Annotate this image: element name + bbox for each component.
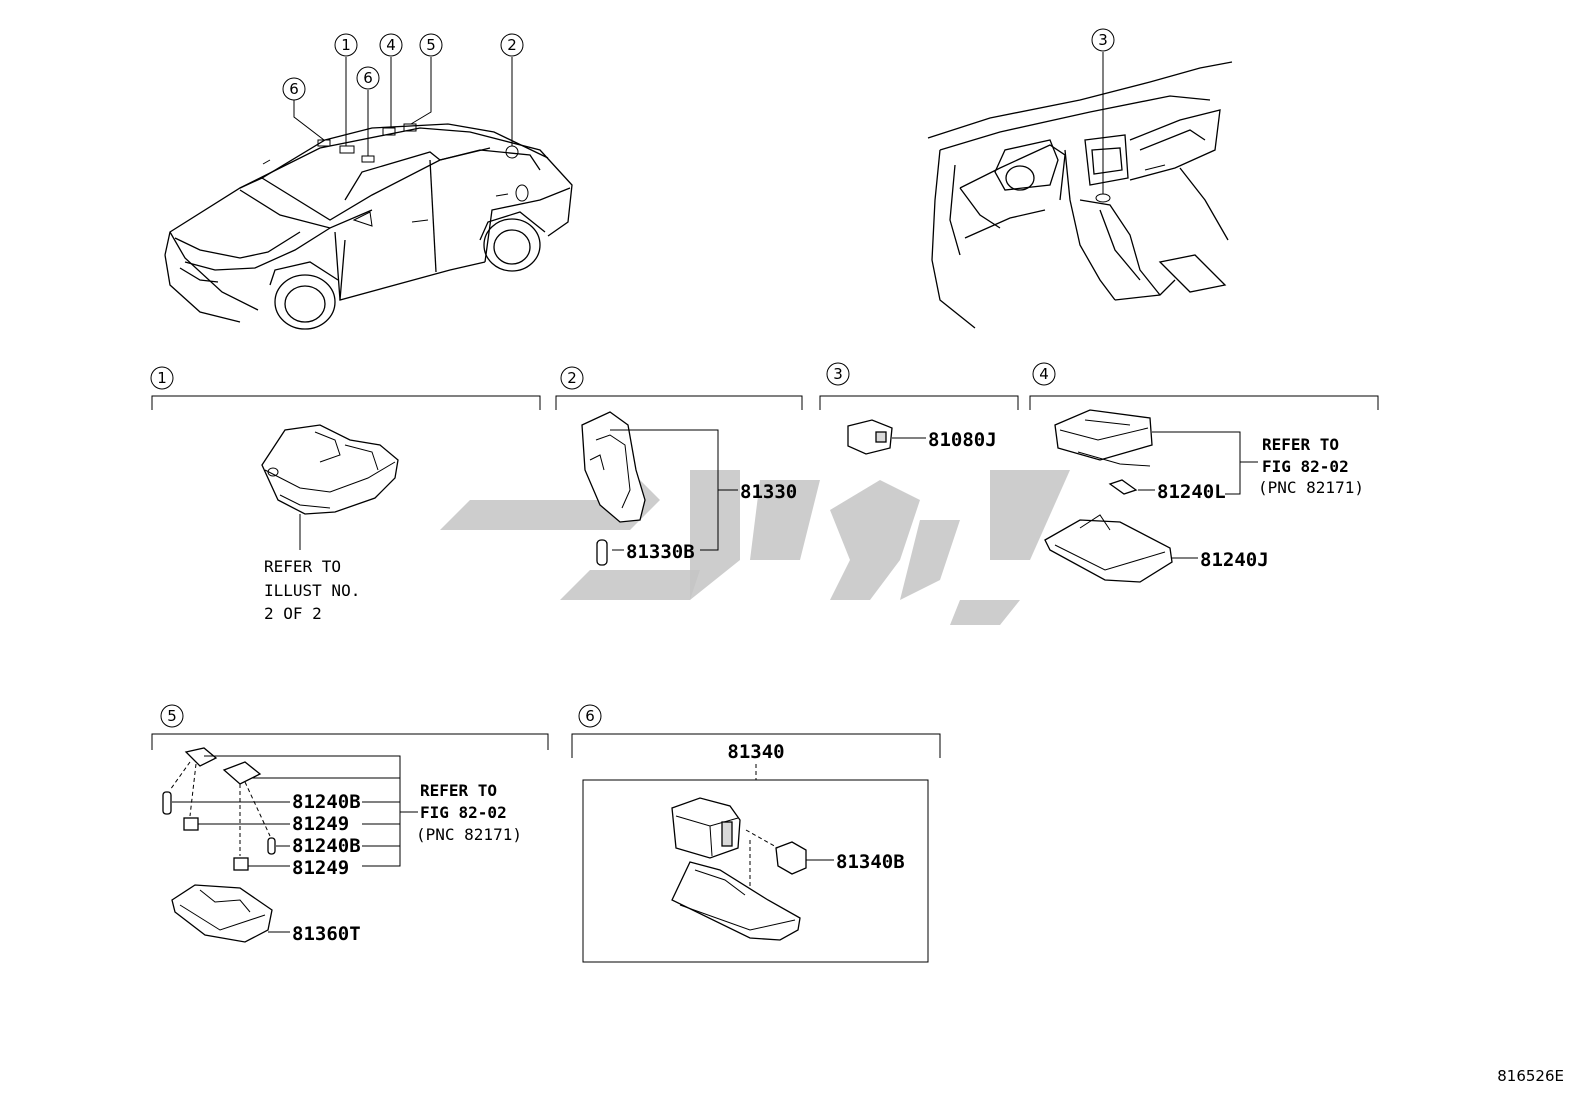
section-1-note-line2: ILLUST NO.: [264, 581, 360, 600]
section-4-note-line1: REFER TO: [1262, 435, 1339, 454]
section-4-number: 4: [1039, 365, 1049, 383]
car-callout-4: 4: [386, 36, 396, 54]
section-1-number: 1: [157, 369, 167, 387]
section-4-note-line2: FIG 82-02: [1262, 457, 1349, 476]
part-81240L-label: 81240L: [1157, 481, 1226, 503]
section-3-number: 3: [833, 365, 843, 383]
car-callout-6b: 6: [363, 69, 373, 87]
part-81240B-label-1: 81240B: [292, 791, 361, 813]
part-81240B-label-2: 81240B: [292, 835, 361, 857]
dash-callout-3: 3: [1098, 31, 1108, 49]
part-81360T-label: 81360T: [292, 923, 361, 945]
dashboard-illustration: 3: [927, 28, 1233, 329]
section-5: 5 81240B 81249 81240B 81249 81360T REFER…: [151, 704, 549, 945]
section-6-number: 6: [585, 707, 595, 725]
section-5-number: 5: [167, 707, 177, 725]
section-2-number: 2: [567, 369, 577, 387]
section-5-note-line1: REFER TO: [420, 781, 497, 800]
section-1: 1 REFER TO ILLUST NO. 2 OF 2: [150, 366, 541, 623]
section-5-note-line3: (PNC 82171): [416, 825, 522, 844]
part-81330-label: 81330: [740, 481, 797, 503]
section-5-note-line2: FIG 82-02: [420, 803, 507, 822]
assembly-81340-label: 81340: [727, 741, 784, 763]
section-3: 3 81080J: [819, 362, 1019, 455]
part-81249-label-2: 81249: [292, 857, 349, 879]
car-illustration: 6 1 6 4 5 2: [164, 33, 573, 330]
section-6: 6 81340 81340B: [571, 704, 941, 963]
section-4-note-line3: (PNC 82171): [1258, 478, 1364, 497]
part-81240J-label: 81240J: [1200, 549, 1269, 571]
car-callout-2: 2: [507, 36, 517, 54]
watermark-logo: [440, 470, 1070, 625]
section-2: 2 81330 81330B: [555, 366, 803, 566]
part-81340B-label: 81340B: [836, 851, 905, 873]
car-callout-1: 1: [341, 36, 351, 54]
section-1-note-line3: 2 OF 2: [264, 604, 322, 623]
part-81330B-label: 81330B: [626, 541, 695, 563]
illustration-code: 816526E: [1497, 1067, 1564, 1085]
part-81249-label-1: 81249: [292, 813, 349, 835]
car-callout-6a: 6: [289, 80, 299, 98]
section-1-note-line1: REFER TO: [264, 557, 341, 576]
car-callout-5: 5: [426, 36, 436, 54]
section-4: 4 81240L 81240J REFER TO FIG 82-02 (PNC …: [1029, 362, 1379, 583]
part-81080J-label: 81080J: [928, 429, 997, 451]
